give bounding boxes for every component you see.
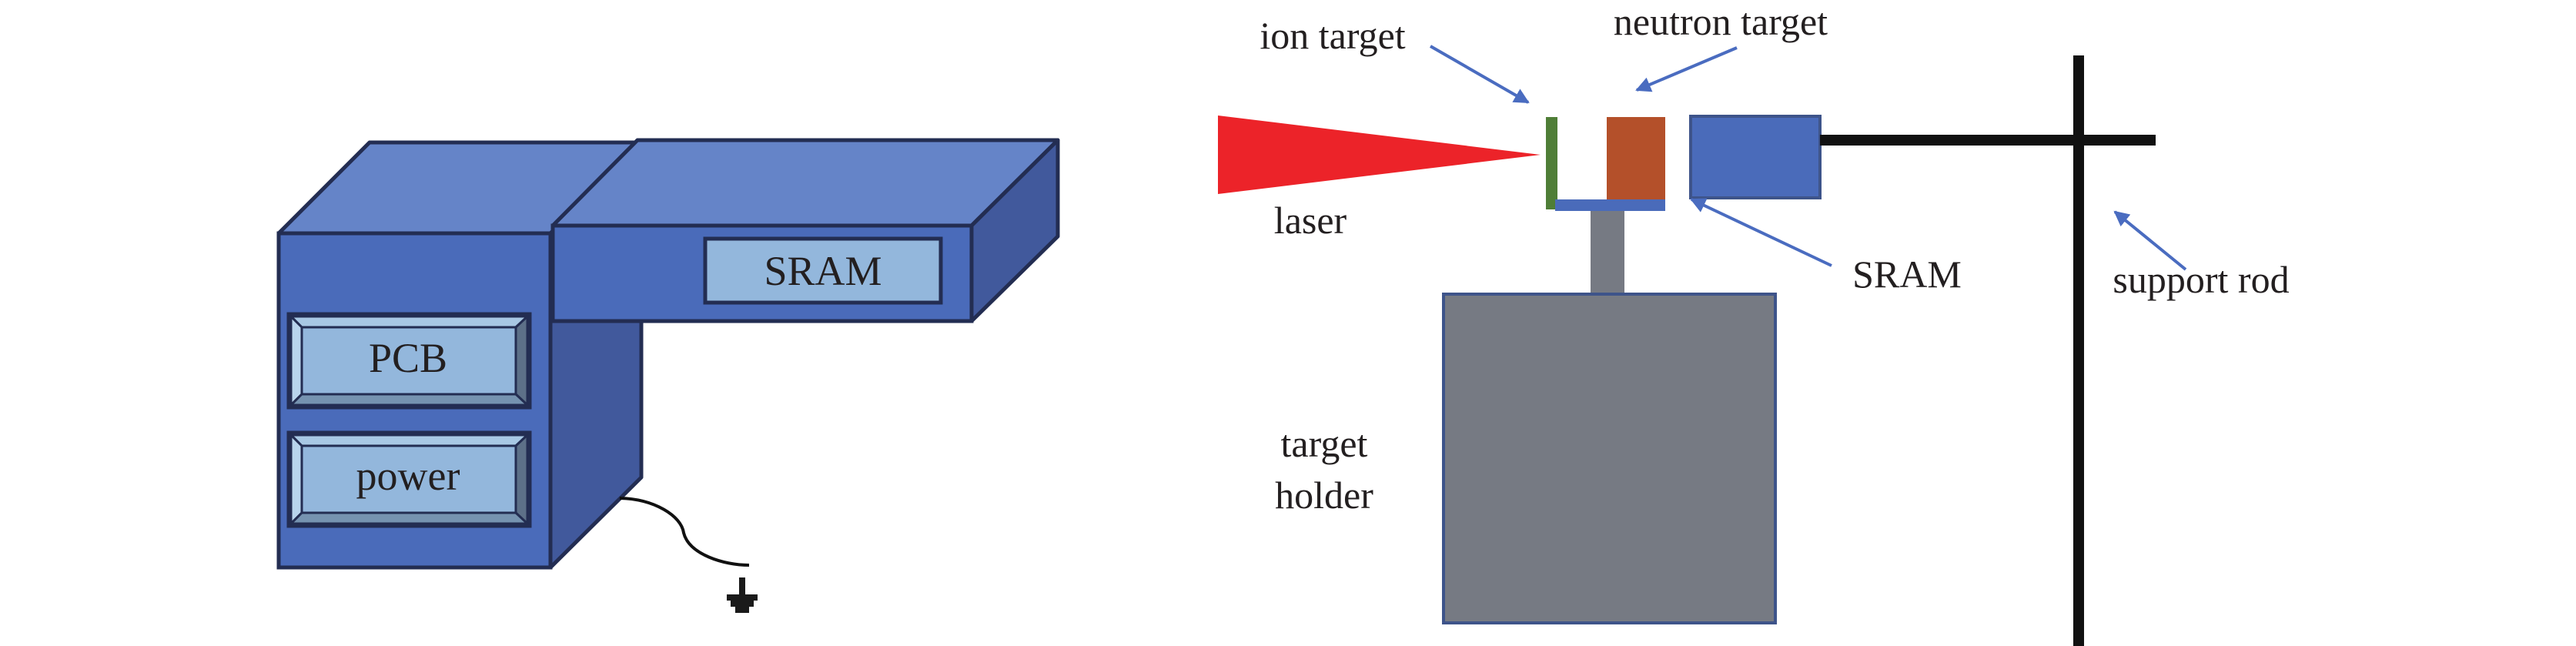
ground-cable	[619, 497, 750, 567]
support-rod-arrow	[2113, 210, 2187, 271]
laser-beam	[1218, 115, 1541, 194]
ion-target-arrow	[1430, 45, 1530, 104]
neutron-target	[1607, 117, 1665, 199]
left-diagram: SRAM PCB power	[276, 138, 1060, 613]
pcb-label: PCB	[369, 335, 447, 381]
support-rod-label: support rod	[2113, 258, 2289, 301]
target-holder-label-line2: holder	[1275, 474, 1373, 517]
sram-arrow	[1690, 198, 1832, 267]
ion-target	[1546, 117, 1557, 209]
target-base-plate	[1555, 199, 1665, 211]
sram-chip-panel	[703, 236, 943, 305]
target-holder	[1442, 293, 1777, 624]
power-label: power	[356, 453, 460, 499]
neutron-target-label: neutron target	[1614, 0, 1828, 43]
sram-device	[1689, 115, 1822, 199]
pcb-panel: PCB	[286, 312, 532, 410]
ground-icon	[727, 577, 758, 613]
power-panel: power	[286, 430, 532, 528]
laser-label: laser	[1274, 199, 1347, 242]
neutron-target-arrow	[1635, 46, 1738, 92]
target-holder-label-line1: target	[1281, 422, 1368, 465]
support-rod	[2073, 55, 2084, 646]
sram-box: SRAM	[550, 138, 1060, 323]
holder-stem	[1591, 211, 1624, 294]
right-diagram: laser target holder ion target neutron t…	[1218, 0, 2290, 646]
ion-target-label: ion target	[1260, 14, 1405, 57]
sram-label: SRAM	[1852, 253, 1962, 296]
sram-chip-label: SRAM	[764, 248, 882, 294]
horizontal-rod	[1820, 135, 2156, 146]
